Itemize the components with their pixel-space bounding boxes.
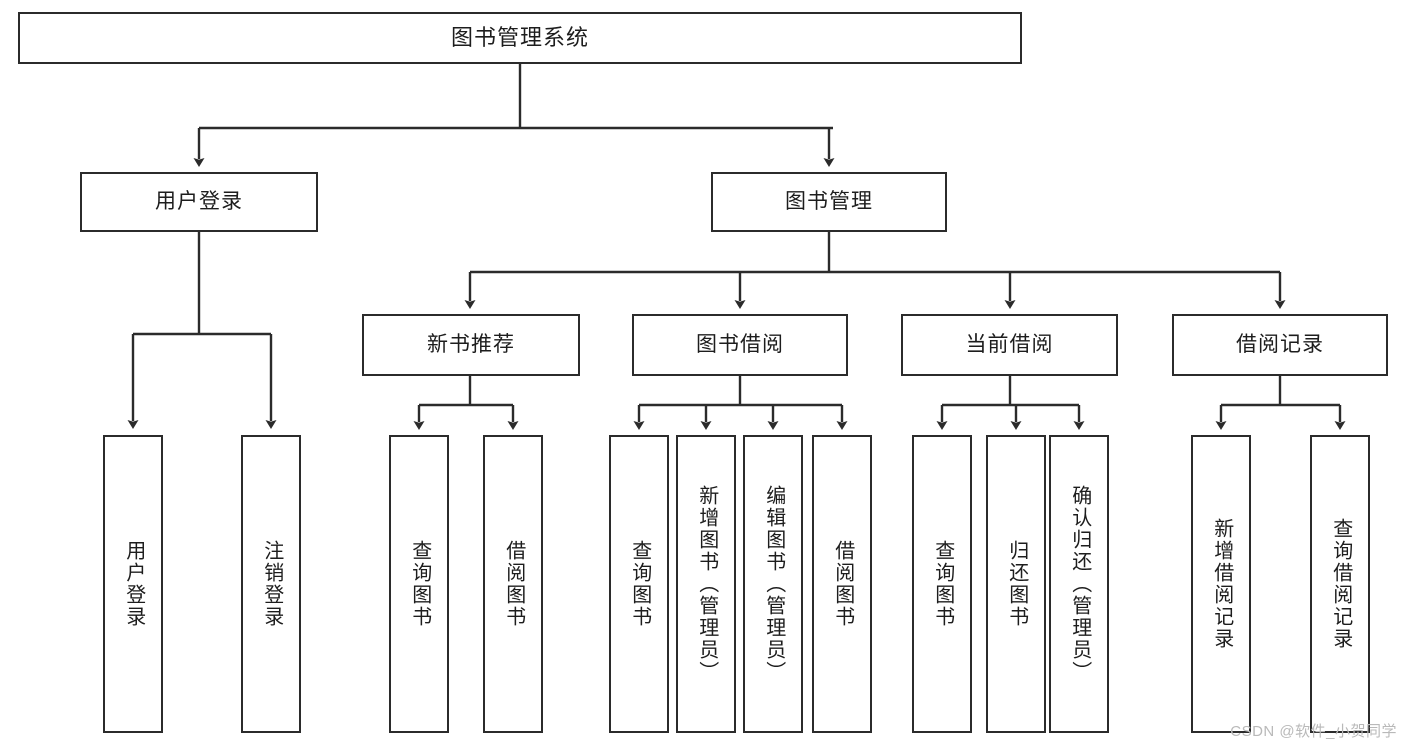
node-current-borrow[interactable]: 当前借阅 [901,314,1118,376]
leaf-borrow-record-add[interactable]: 新增借阅记录 [1191,435,1251,733]
leaf-new-book-borrow[interactable]: 借阅图书 [483,435,543,733]
node-root-system[interactable]: 图书管理系统 [18,12,1022,64]
node-book-borrow[interactable]: 图书借阅 [632,314,848,376]
leaf-current-borrow-confirm-return[interactable]: 确认归还（管理员） [1049,435,1109,733]
leaf-user-login-login[interactable]: 用户登录 [103,435,163,733]
leaf-user-login-logout[interactable]: 注销登录 [241,435,301,733]
node-borrow-record[interactable]: 借阅记录 [1172,314,1388,376]
leaf-current-borrow-query[interactable]: 查询图书 [912,435,972,733]
node-book-management[interactable]: 图书管理 [711,172,947,232]
node-new-book-recommend[interactable]: 新书推荐 [362,314,580,376]
node-user-login[interactable]: 用户登录 [80,172,318,232]
csdn-watermark: CSDN @软件_小贺同学 [1230,723,1397,740]
leaf-book-borrow-borrow[interactable]: 借阅图书 [812,435,872,733]
leaf-book-borrow-query[interactable]: 查询图书 [609,435,669,733]
leaf-borrow-record-query[interactable]: 查询借阅记录 [1310,435,1370,733]
leaf-new-book-query[interactable]: 查询图书 [389,435,449,733]
leaf-current-borrow-return[interactable]: 归还图书 [986,435,1046,733]
leaf-book-borrow-edit[interactable]: 编辑图书（管理员） [743,435,803,733]
leaf-book-borrow-add[interactable]: 新增图书（管理员） [676,435,736,733]
